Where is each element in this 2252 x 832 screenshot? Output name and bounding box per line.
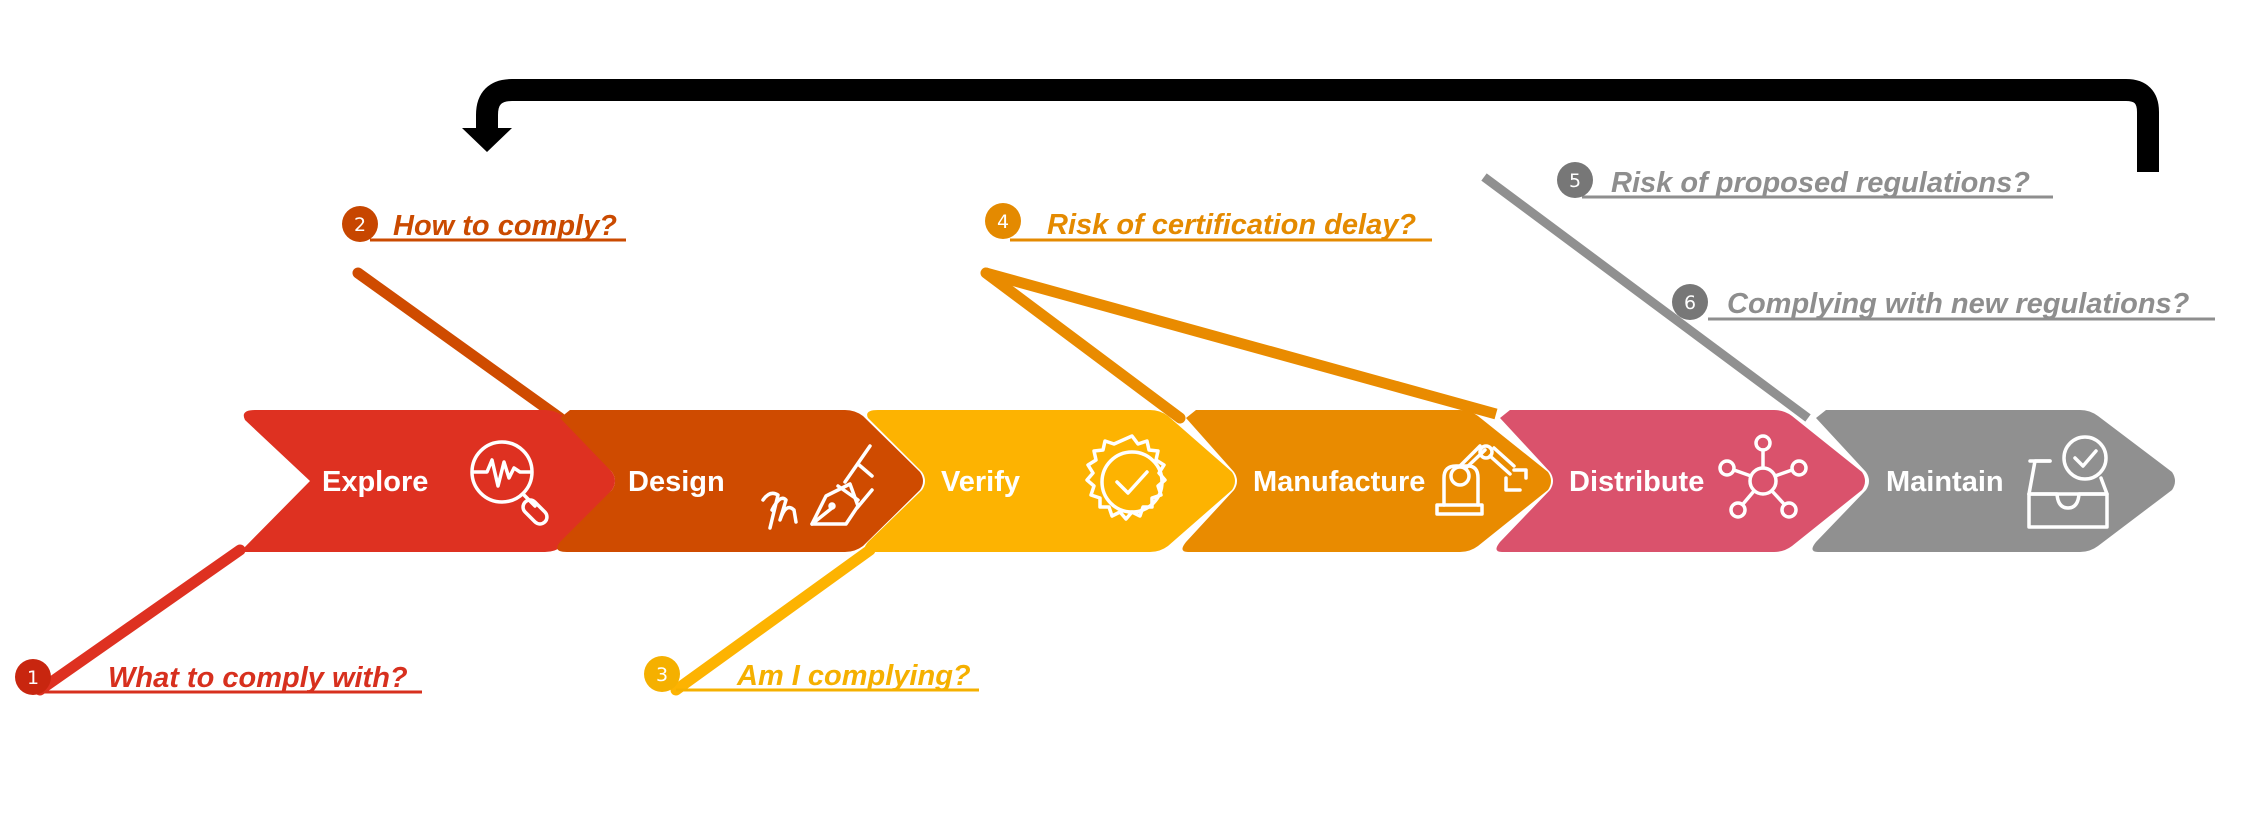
stage-explore[interactable]: Explore xyxy=(240,410,615,552)
stage-verify-label: Verify xyxy=(941,466,1020,498)
question-3[interactable]: 3 Am I complying? xyxy=(644,656,979,692)
connector-q4b xyxy=(984,267,1498,420)
question-3-badge xyxy=(644,656,680,692)
inbox-check-icon xyxy=(2027,435,2109,529)
magnifier-pulse-icon xyxy=(470,440,549,526)
certified-seal-check-icon xyxy=(1085,434,1167,521)
stage-verify-shape xyxy=(864,410,1235,552)
stage-design[interactable]: Design xyxy=(557,410,923,552)
stage-distribute[interactable]: Distribute xyxy=(1496,410,1865,552)
stage-manufacture-label: Manufacture xyxy=(1253,466,1425,498)
stage-distribute-label: Distribute xyxy=(1569,466,1704,498)
connector-q1 xyxy=(34,544,246,696)
stage-design-label: Design xyxy=(628,466,725,498)
question-1-badge xyxy=(15,659,51,695)
question-2-badge xyxy=(342,206,378,242)
stage-manufacture-shape xyxy=(1182,410,1551,552)
question-6-badge xyxy=(1672,284,1708,320)
questions: 1 What to comply with? 2 How to comply? … xyxy=(15,162,2215,695)
connectors xyxy=(34,173,1811,696)
question-5-text: Risk of proposed regulations? xyxy=(1611,167,2030,199)
question-2[interactable]: 2 How to comply? xyxy=(342,206,626,242)
question-1-text: What to comply with? xyxy=(108,662,408,694)
connector-q4a xyxy=(980,267,1186,424)
question-6-number: 6 xyxy=(1684,292,1696,314)
connector-q5-q6 xyxy=(1481,173,1811,422)
stage-explore-label: Explore xyxy=(322,466,428,498)
connector-q3 xyxy=(670,544,876,696)
stage-maintain[interactable]: Maintain xyxy=(1812,410,2175,552)
stage-manufacture[interactable]: Manufacture xyxy=(1182,410,1551,552)
stage-distribute-shape xyxy=(1496,410,1865,552)
question-4[interactable]: 4 Risk of certification delay? xyxy=(985,203,1432,242)
question-3-text: Am I complying? xyxy=(736,660,971,692)
question-2-number: 2 xyxy=(354,214,366,236)
stage-explore-shape xyxy=(240,410,615,552)
stage-maintain-shape xyxy=(1812,410,2175,552)
question-5[interactable]: 5 Risk of proposed regulations? xyxy=(1557,162,2053,199)
question-3-number: 3 xyxy=(656,664,668,686)
question-4-badge xyxy=(985,203,1021,239)
feedback-arrowhead-icon xyxy=(462,128,512,152)
feedback-arrow-path xyxy=(476,79,2159,172)
robot-arm-icon xyxy=(1435,444,1528,516)
question-4-number: 4 xyxy=(997,211,1009,233)
stage-chevrons: Explore Design xyxy=(240,410,2175,552)
network-hub-icon xyxy=(1718,434,1808,519)
question-6[interactable]: 6 Complying with new regulations? xyxy=(1672,284,2215,321)
connector-q2 xyxy=(352,267,566,424)
question-1[interactable]: 1 What to comply with? xyxy=(15,659,422,695)
question-5-number: 5 xyxy=(1569,170,1581,192)
stage-design-shape xyxy=(557,410,923,552)
question-1-number: 1 xyxy=(27,667,39,689)
stage-verify[interactable]: Verify xyxy=(864,410,1235,552)
stage-maintain-label: Maintain xyxy=(1886,466,2004,498)
feedback-arrow xyxy=(462,79,2159,172)
question-6-text: Complying with new regulations? xyxy=(1727,288,2190,320)
question-2-text: How to comply? xyxy=(393,210,617,242)
question-5-badge xyxy=(1557,162,1593,198)
question-4-text: Risk of certification delay? xyxy=(1047,209,1416,241)
fountain-pen-signature-icon xyxy=(761,444,874,530)
